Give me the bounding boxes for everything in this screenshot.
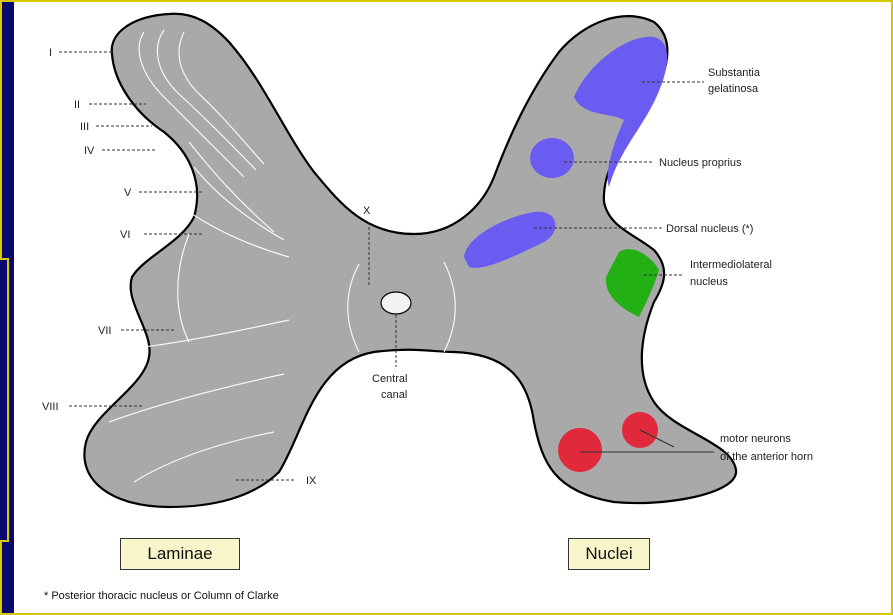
- lamina-label-ix: IX: [306, 475, 317, 487]
- lamina-label-viii: VIII: [42, 401, 59, 413]
- central-canal-label-2: canal: [381, 389, 407, 401]
- nuclei-legend: Nuclei: [568, 538, 650, 570]
- lamina-label-i: I: [49, 47, 52, 59]
- lamina-label-iv: IV: [84, 145, 95, 157]
- motor-neuron-large: [558, 428, 602, 472]
- intermediolateral-label: Intermediolateral: [690, 259, 772, 271]
- diagram-panel: I II III IV V VI VII VIII IX X Substanti…: [14, 2, 891, 613]
- footnote: * Posterior thoracic nucleus or Column o…: [44, 590, 279, 602]
- lamina-label-x: X: [363, 205, 371, 217]
- gelatinosa-label: gelatinosa: [708, 83, 759, 95]
- dorsal-nucleus-label: Dorsal nucleus (*): [666, 223, 753, 235]
- motor-neurons-label-2: of the anterior horn: [720, 451, 813, 463]
- nucleus-proprius-shape: [530, 138, 574, 178]
- lamina-label-vi: VI: [120, 229, 130, 241]
- lamina-label-ii: II: [74, 99, 80, 111]
- lamina-label-vii: VII: [98, 325, 111, 337]
- nucleus-proprius-label: Nucleus proprius: [659, 157, 742, 169]
- lamina-label-iii: III: [80, 121, 89, 133]
- spinal-cord-diagram: I II III IV V VI VII VIII IX X Substanti…: [14, 2, 891, 613]
- central-canal-label: Central: [372, 373, 407, 385]
- laminae-legend: Laminae: [120, 538, 240, 570]
- motor-neurons-label: motor neurons: [720, 433, 791, 445]
- substantia-label: Substantia: [708, 67, 761, 79]
- lamina-label-v: V: [124, 187, 132, 199]
- left-accent-bar: [0, 258, 9, 542]
- central-canal: [381, 292, 411, 314]
- intermediolateral-label-2: nucleus: [690, 276, 728, 288]
